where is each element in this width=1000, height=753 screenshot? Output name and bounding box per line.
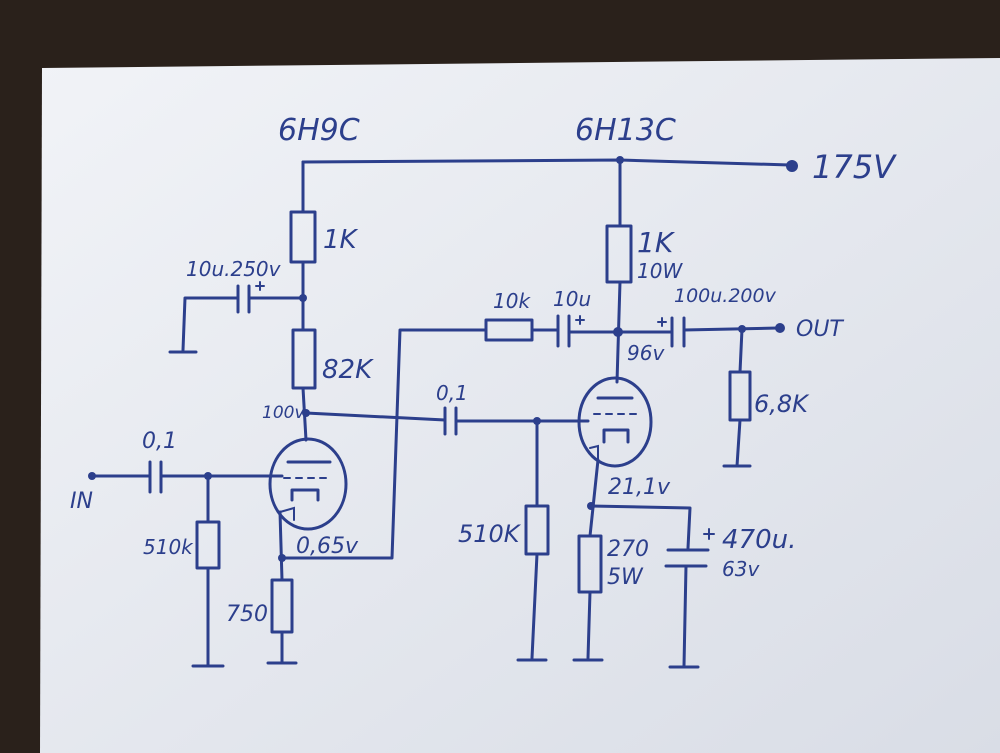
r-plate-right-label: 1K <box>637 226 676 259</box>
bypass-wire <box>589 504 692 550</box>
bypass-ground-wire <box>682 564 688 668</box>
r-feedback-label: 10k <box>493 289 531 313</box>
node-plate-right-label: 96v <box>627 341 665 365</box>
node-cathode-left-label: 0,65v <box>296 534 359 559</box>
c-input-label: 0,1 <box>142 429 177 454</box>
r-cathode-right-power-label: 5W <box>607 565 644 590</box>
cathode-left-wire <box>278 510 284 582</box>
interstage-wire <box>304 411 447 422</box>
output-load-wire <box>738 327 744 374</box>
tube-left-envelope <box>268 437 348 531</box>
node-cathode-right-label: 21,1v <box>608 475 671 500</box>
node-plate-left-label: 100v <box>262 403 305 423</box>
r-grid-right-label: 510K <box>458 520 522 548</box>
tube-label-right: 6H13C <box>575 113 676 148</box>
r-plate-right-power-label: 10W <box>637 259 683 283</box>
tube-right-heater <box>589 444 599 461</box>
plus-mark <box>657 317 667 327</box>
c-decouple-left-label: 10u.250v <box>186 257 282 281</box>
supply-voltage-label: 175V <box>812 148 897 186</box>
plus-mark <box>703 528 715 540</box>
plus-mark <box>575 315 585 325</box>
tube-left-cathode <box>290 488 320 502</box>
decouple-ground-wire <box>181 296 240 352</box>
grid-right-ground-wire <box>530 552 539 660</box>
r-cathode-left-label: 750 <box>226 602 268 627</box>
feedback-return-wire <box>280 328 488 560</box>
cathode-right-wire <box>588 458 600 538</box>
output-load-ground-wire <box>735 418 742 468</box>
output-wire <box>682 326 780 332</box>
tube-label-left: 6H9C <box>278 113 360 148</box>
r-cathode-right-label: 270 <box>607 537 649 562</box>
r-grid-left-label: 510k <box>143 535 194 559</box>
r-plate-left-load-label: 82K <box>322 355 374 385</box>
capacitor-output <box>670 316 686 348</box>
input-label: IN <box>70 489 93 514</box>
supply-terminal <box>786 160 798 172</box>
c-cathode-right-voltage-label: 63v <box>722 557 760 581</box>
cathode-right-ground-wire <box>586 590 592 660</box>
output-terminal <box>775 323 785 333</box>
c-feedback-label: 10u <box>553 287 591 311</box>
output-label: OUT <box>796 317 844 342</box>
c-output-label: 100u.200v <box>674 285 777 307</box>
plus-mark <box>255 281 265 291</box>
c-interstage-label: 0,1 <box>436 381 468 405</box>
tube-left-heater <box>279 506 295 521</box>
r-plate-left-top-label: 1K <box>323 225 359 255</box>
tube-right-cathode <box>602 428 630 444</box>
c-cathode-right-label: 470u. <box>722 525 796 555</box>
r-output-load-label: 6,8K <box>754 390 810 418</box>
tube-right-envelope <box>577 376 653 468</box>
